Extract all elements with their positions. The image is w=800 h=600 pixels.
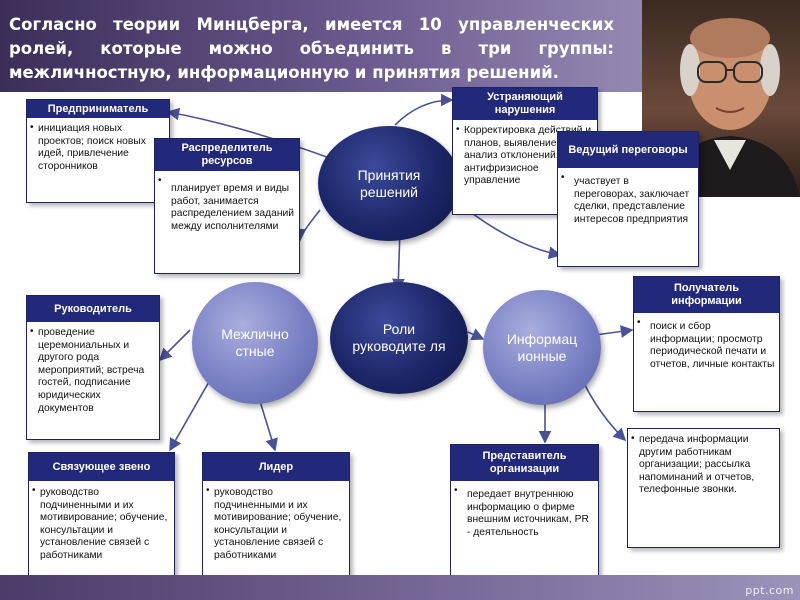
box-liaison: Связующее звено руководство подчиненными… [28,452,175,586]
circle-center-label: Роли руководите ля [352,321,446,354]
circle-center: Роли руководите ля [330,282,468,394]
header-text: Согласно теории Минцберга, имеется 10 уп… [9,15,614,82]
box-negotiator-text: участвует в переговорах, заключает сделк… [558,168,698,230]
box-disseminator: передача информации другим работникам ор… [627,428,780,548]
box-leader-figure-text: проведение церемониальных и другого рода… [27,322,159,419]
box-disturbance-title: Устраняющий нарушения [453,88,597,120]
box-entrepreneur-title: Предприниматель [27,100,169,118]
box-spokesperson: Представитель организации передает внутр… [450,444,599,582]
box-spokesperson-text: передает внутреннюю информацию о фирме в… [451,481,598,543]
circle-interpersonal-label: Межлично стные [221,326,289,359]
circle-informational: Информац ионные [483,290,601,405]
box-disseminator-text: передача информации другим работникам ор… [628,429,779,501]
box-leader: Лидер руководство подчиненными и их моти… [202,452,350,586]
box-leader-text: руководство подчиненными и их мотивирова… [203,481,349,567]
box-leader-title: Лидер [203,453,349,481]
footer-band [0,575,800,600]
box-entrepreneur: Предприниматель инициация новых проектов… [26,99,170,203]
box-monitor-text: поиск и сбор информации; просмотр период… [634,313,779,375]
circle-interpersonal: Межлично стные [192,282,318,404]
box-monitor-title: Получатель информации [634,277,779,313]
box-leader-figure-title: Руководитель [27,296,159,322]
box-negotiator-title: Ведущий переговоры [558,132,698,168]
box-liaison-title: Связующее звено [29,453,174,481]
circle-informational-label: Информац ионные [506,330,578,364]
watermark: ppt.com [745,584,794,597]
box-leader-figure: Руководитель проведение церемониальных и… [26,295,160,440]
box-allocator: Распределитель ресурсов планирует время … [154,138,300,274]
box-negotiator: Ведущий переговоры участвует в переговор… [557,131,699,267]
box-liaison-text: руководство подчиненными и их мотивирова… [29,481,174,567]
box-entrepreneur-text: инициация новых проектов; поиск новых ид… [27,118,169,177]
box-allocator-text: планирует время и виды работ, занимается… [155,171,299,237]
box-monitor: Получатель информации поиск и сбор инфор… [633,276,780,412]
box-spokesperson-title: Представитель организации [451,445,598,481]
circle-decisions-label: Принятия решений [357,166,421,200]
box-allocator-title: Распределитель ресурсов [155,139,299,171]
box-disturbance-text: Корректировка действий и планов, выявлен… [453,120,597,192]
circle-decisions: Принятия решений [318,126,460,241]
